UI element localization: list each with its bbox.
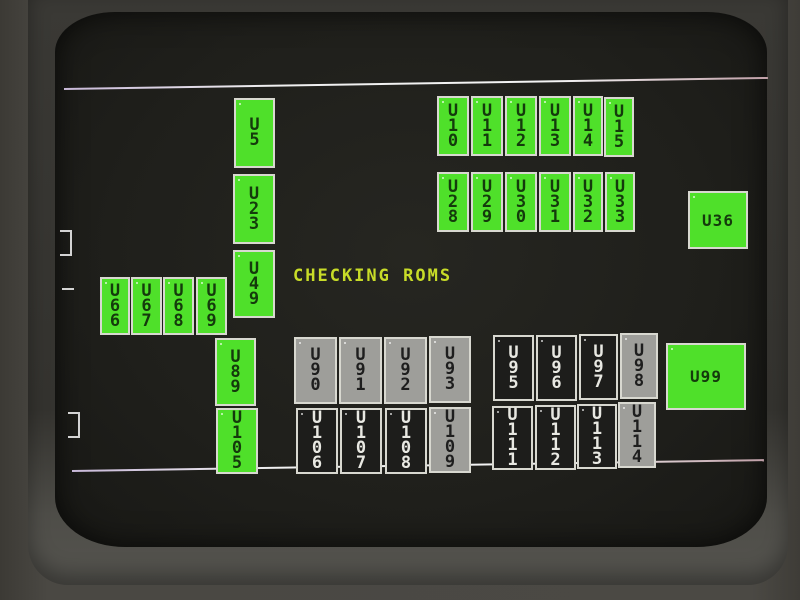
rom-chip-u89: U 8 9 xyxy=(215,338,256,406)
left-edge-marker xyxy=(68,412,80,438)
rom-chip-u12: U 1 2 xyxy=(505,96,537,156)
rom-chip-u5: U 5 xyxy=(234,98,275,168)
rom-chip-u99: U99 xyxy=(666,343,746,410)
rom-chip-u105: U 1 0 5 xyxy=(216,408,258,474)
rom-chip-u112: U 1 1 2 xyxy=(535,405,576,470)
rom-chip-u33: U 3 3 xyxy=(605,172,635,232)
rom-chip-u13: U 1 3 xyxy=(539,96,571,156)
rom-chip-u11: U 1 1 xyxy=(471,96,503,156)
rom-chip-u91: U 9 1 xyxy=(339,337,382,404)
rom-chip-u30: U 3 0 xyxy=(505,172,537,232)
rom-chip-u96: U 9 6 xyxy=(536,335,577,401)
rom-chip-u95: U 9 5 xyxy=(493,335,534,401)
left-edge-tick xyxy=(62,288,74,290)
rom-chip-u109: U 1 0 9 xyxy=(429,407,471,473)
rom-chip-u108: U 1 0 8 xyxy=(385,408,427,474)
rom-chip-u114: U 1 1 4 xyxy=(618,402,656,468)
rom-chip-u32: U 3 2 xyxy=(573,172,603,232)
rom-chip-u66: U 6 6 xyxy=(100,277,130,335)
rom-chip-u69: U 6 9 xyxy=(196,277,227,335)
status-text: CHECKING ROMS xyxy=(293,266,453,286)
rom-chip-u90: U 9 0 xyxy=(294,337,337,404)
rom-chip-u106: U 1 0 6 xyxy=(296,408,338,474)
rom-chip-u10: U 1 0 xyxy=(437,96,469,156)
rom-chip-u92: U 9 2 xyxy=(384,337,427,404)
rom-chip-u23: U 2 3 xyxy=(233,174,275,244)
rom-chip-u49: U 4 9 xyxy=(233,250,275,318)
rom-chip-u29: U 2 9 xyxy=(471,172,503,232)
rom-chip-u36: U36 xyxy=(688,191,748,249)
left-edge-marker xyxy=(60,230,72,256)
rom-chip-u68: U 6 8 xyxy=(163,277,194,335)
rom-chip-u14: U 1 4 xyxy=(573,96,603,156)
rom-chip-u113: U 1 1 3 xyxy=(577,404,617,469)
rom-chip-u31: U 3 1 xyxy=(539,172,571,232)
rom-chip-u67: U 6 7 xyxy=(131,277,162,335)
rom-chip-u28: U 2 8 xyxy=(437,172,469,232)
rom-chip-u97: U 9 7 xyxy=(579,334,618,400)
rom-chip-u93: U 9 3 xyxy=(429,336,471,403)
rom-chip-u98: U 9 8 xyxy=(620,333,658,399)
rom-chip-u111: U 1 1 1 xyxy=(492,406,533,470)
rom-chip-u107: U 1 0 7 xyxy=(340,408,382,474)
rom-chip-u15: U 1 5 xyxy=(604,97,634,157)
